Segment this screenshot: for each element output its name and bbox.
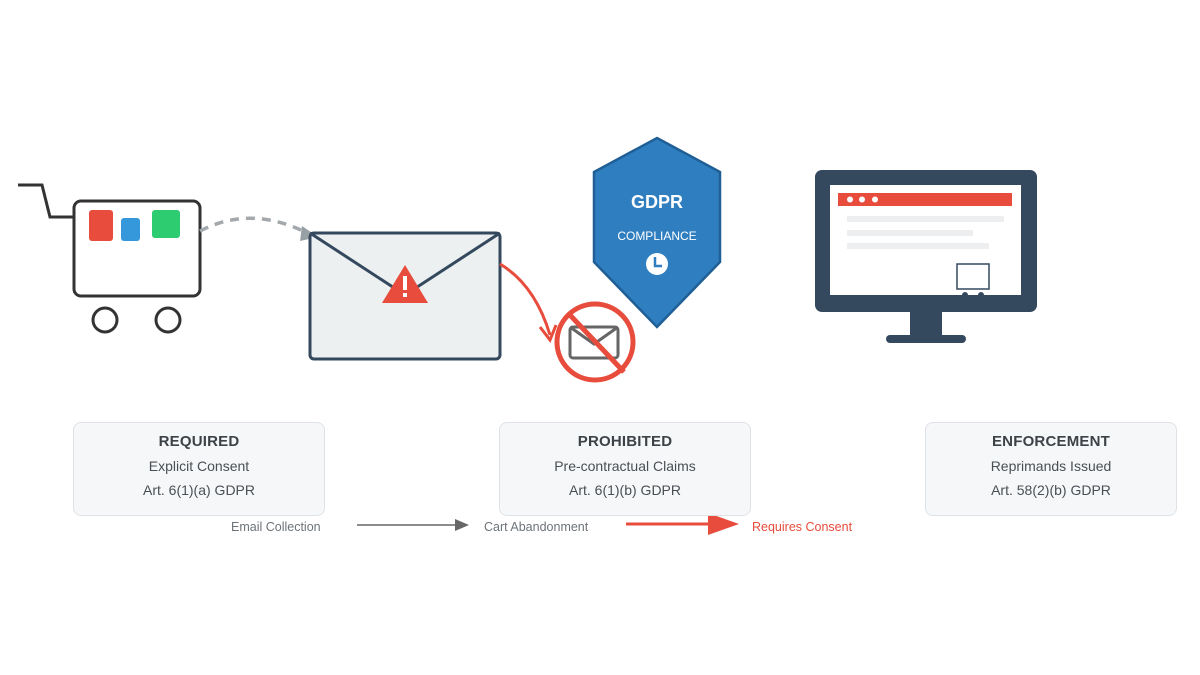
shield-title: GDPR [630,192,683,212]
card-required: REQUIRED Explicit Consent Art. 6(1)(a) G… [73,422,325,516]
shield-subtitle: COMPLIANCE [617,229,697,243]
card-subtitle: Explicit Consent [148,458,250,474]
card-title: PROHIBITED [577,433,673,450]
flow-label-cart-abandonment: Cart Abandonment [484,520,589,534]
card-subtitle: Reprimands Issued [990,458,1112,474]
dashed-arrow-icon [199,216,318,241]
gdpr-shield-icon [592,136,722,329]
card-article: Art. 58(2)(b) GDPR [991,482,1111,498]
gray-flow-arrow-icon [357,519,469,531]
red-flow-arrow-icon [626,513,739,535]
email-warning-icon [308,231,502,361]
card-subtitle: Pre-contractual Claims [554,458,696,474]
card-prohibited: PROHIBITED Pre-contractual Claims Art. 6… [499,422,751,516]
card-enforcement: ENFORCEMENT Reprimands Issued Art. 58(2)… [925,422,1177,516]
card-article: Art. 6(1)(a) GDPR [142,482,255,498]
card-title: ENFORCEMENT [991,433,1111,450]
card-title: REQUIRED [158,433,240,450]
monitor-icon [815,170,1037,343]
flow-label-email-collection: Email Collection [231,520,321,534]
red-curved-arrow-icon [499,262,558,344]
blocked-email-icon [554,301,636,383]
shopping-cart-icon [18,183,202,334]
card-article: Art. 6(1)(b) GDPR [568,482,681,498]
flow-label-requires-consent: Requires Consent [752,520,853,534]
